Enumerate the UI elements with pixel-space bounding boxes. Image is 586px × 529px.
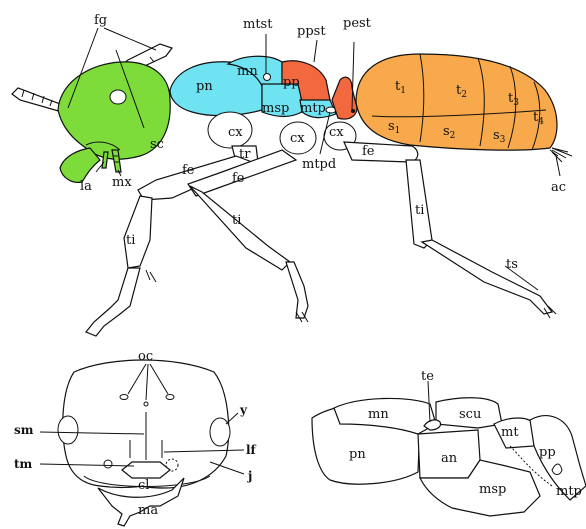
clypeus [122, 462, 170, 478]
label-pn-detail: pn [349, 447, 366, 462]
label-pp-detail: pp [539, 445, 556, 460]
tarsus-hind [422, 240, 552, 314]
label-s1-sub: 1 [395, 126, 401, 136]
label-ac: ac [551, 180, 566, 195]
label-te: te [421, 369, 434, 384]
label-la: la [80, 179, 92, 194]
label-tr: tr [239, 147, 251, 162]
label-mtpd: mtpd [302, 157, 336, 172]
label-cx-hind: cx [329, 125, 344, 140]
ocellus-median [144, 402, 148, 406]
label-fe-middle: fe [232, 171, 245, 186]
label-s2-sub: 2 [450, 131, 456, 141]
label-ti-front: ti [126, 233, 135, 248]
compound-eye-right [210, 418, 230, 446]
label-t2-sub: 2 [461, 90, 467, 100]
label-ppst: ppst [297, 24, 326, 39]
tibia-front [124, 196, 152, 268]
label-fg: fg [94, 13, 107, 28]
label-lf: lf [246, 443, 257, 457]
label-mn-detail: mn [368, 407, 389, 422]
label-ma: ma [138, 503, 158, 518]
label-msp: msp [262, 101, 289, 116]
label-mx: mx [112, 175, 132, 190]
label-pest: pest [343, 16, 372, 31]
label-sm: sm [14, 423, 34, 437]
label-s3: s [493, 128, 500, 143]
label-mtp-detail: mtp [556, 484, 582, 499]
tarsus-middle [286, 262, 308, 318]
label-pp: pp [283, 75, 300, 90]
label-an: an [441, 451, 458, 466]
label-msp-detail: msp [479, 482, 506, 497]
mandible [60, 148, 100, 182]
label-ti-hind: ti [415, 203, 424, 218]
label-s1: s [388, 119, 395, 134]
compound-eye-left [58, 416, 78, 444]
label-fe-hind: fe [362, 144, 375, 159]
label-cx-front: cx [228, 125, 243, 140]
label-mn: mn [237, 64, 258, 79]
label-mtst: mtst [243, 17, 273, 32]
tibia-middle [190, 186, 290, 270]
label-mt-detail: mt [501, 425, 519, 440]
label-pn: pn [196, 79, 213, 94]
compound-eye [110, 90, 126, 104]
label-t4-sub: 4 [538, 117, 544, 127]
label-sc: sc [150, 137, 164, 152]
tarsus-front [86, 268, 140, 336]
label-oc: oc [138, 349, 153, 364]
label-y: y [239, 403, 248, 417]
label-j: j [247, 469, 252, 483]
head-front-view [58, 360, 230, 526]
label-cx-middle: cx [290, 131, 305, 146]
label-cl: cl [138, 478, 149, 493]
label-s3-sub: 3 [500, 135, 506, 145]
label-ti-middle: ti [232, 213, 241, 228]
label-t3-sub: 3 [513, 98, 519, 108]
ocellus-right [166, 395, 174, 400]
label-t1-sub: 1 [400, 86, 406, 96]
label-ts: ts [506, 257, 518, 272]
label-mtp: mtp [300, 101, 326, 116]
gaster-body [356, 54, 557, 150]
head [58, 62, 170, 183]
label-tm: tm [14, 457, 33, 471]
label-scu: scu [459, 407, 481, 422]
ocellus-left [120, 395, 128, 400]
label-s2: s [443, 124, 450, 139]
label-fe-front: fe [182, 163, 195, 178]
